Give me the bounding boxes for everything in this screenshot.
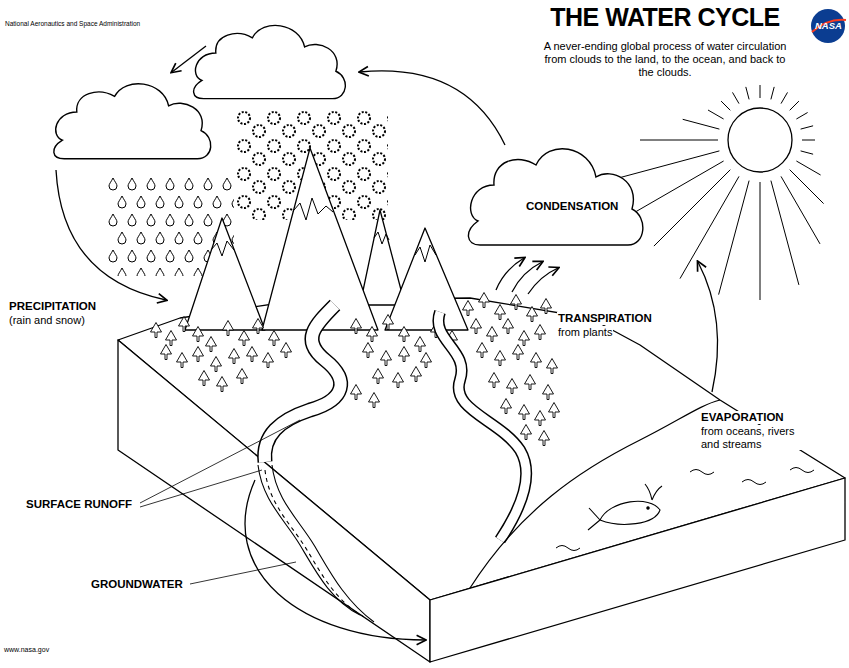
logo-swoosh — [812, 20, 846, 32]
condensation-cloud: CONDENSATION — [462, 135, 644, 247]
web-address: www.nasa.gov — [3, 646, 50, 654]
groundwater-channel — [258, 465, 374, 622]
cloud-outline — [462, 135, 644, 247]
process-label: GROUNDWATER — [90, 578, 184, 591]
sun — [728, 108, 792, 172]
cycle-arrows — [56, 46, 718, 640]
agency-name: National Aeronautics and Space Administr… — [4, 20, 141, 27]
leader-lines — [140, 420, 300, 584]
shoreline — [470, 400, 720, 588]
process-note: (rain and snow) — [8, 314, 86, 327]
diagram-caption: A never-ending global process of water c… — [540, 40, 790, 79]
land-block — [118, 298, 845, 662]
sun-rays — [615, 85, 824, 300]
process-label: EVAPORATION — [700, 411, 785, 424]
whale — [588, 484, 662, 530]
snow-cloud — [194, 25, 346, 98]
snow-caps — [211, 198, 436, 262]
process-label: PRECIPITATION — [8, 300, 97, 313]
node-text: CONDENSATION — [526, 200, 618, 213]
process-label: TRANSPIRATION — [557, 312, 653, 325]
process-label: SURFACE RUNOFF — [25, 498, 133, 511]
process-note: from oceans, rivers and streams — [700, 425, 807, 450]
logo-text: NASA — [814, 21, 843, 32]
rain-cloud — [54, 84, 211, 159]
nasa-logo — [811, 9, 845, 43]
mountains — [185, 148, 468, 330]
process-note: from plants — [557, 326, 613, 339]
diagram-title: THE WATER CYCLE — [528, 3, 802, 32]
rivers — [265, 305, 526, 540]
waves — [556, 468, 814, 551]
cloud-outline-path — [468, 149, 642, 245]
